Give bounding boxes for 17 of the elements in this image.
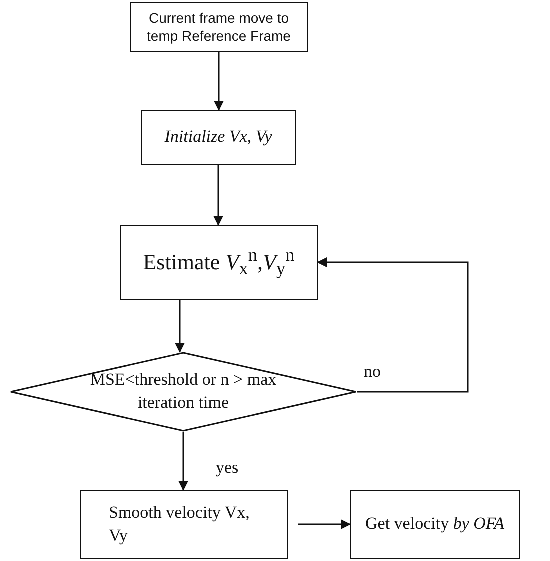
arrow — [214, 52, 224, 111]
arrow — [214, 165, 224, 226]
arrow — [298, 520, 351, 530]
arrow — [175, 300, 185, 353]
process-box — [130, 2, 308, 52]
node-text: Smooth velocity Vx, Vy — [109, 502, 251, 547]
arrow — [317, 258, 469, 393]
output-box — [350, 490, 520, 559]
process-box — [80, 490, 288, 559]
node-text: Get velocity by OFA — [365, 513, 505, 536]
decision-diamond — [10, 352, 357, 432]
node-text: Current frame move to temp Reference Frame — [146, 8, 292, 46]
node-text: MSE<threshold or n > max iteration time — [89, 369, 278, 414]
node-text: Initialize Vx, Vy — [164, 126, 272, 148]
arrow — [178, 432, 188, 491]
process-box — [120, 225, 318, 300]
process-box — [141, 110, 296, 165]
